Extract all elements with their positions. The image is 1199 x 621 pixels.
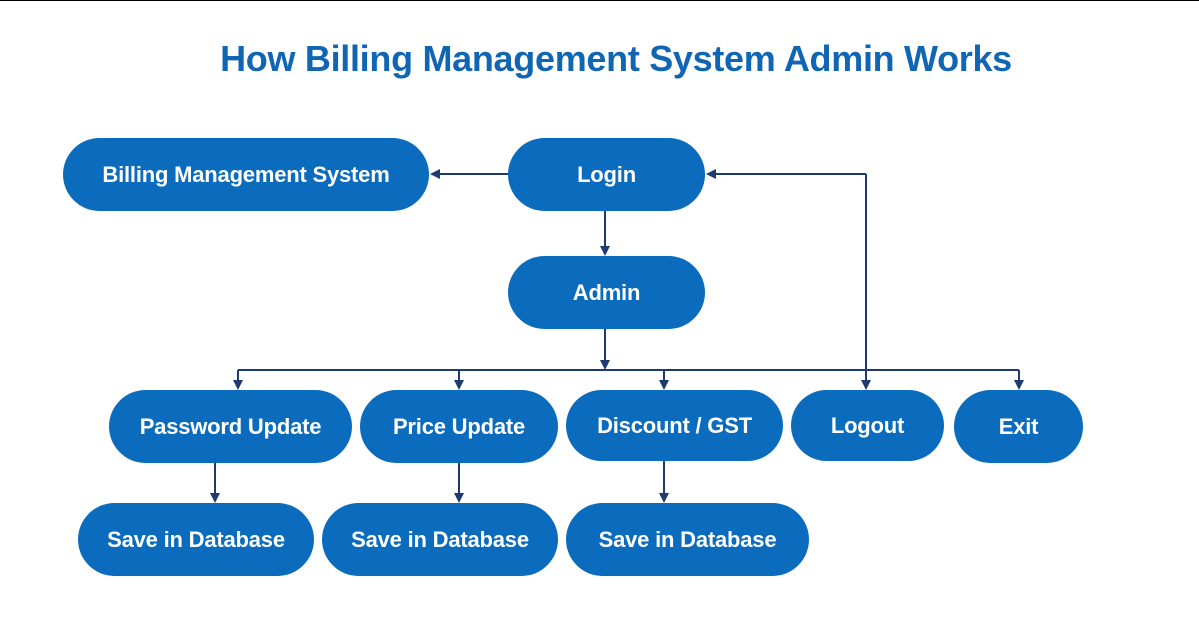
node-price-update[interactable]: Price Update (360, 390, 558, 463)
node-exit[interactable]: Exit (954, 390, 1083, 463)
node-password-update[interactable]: Password Update (109, 390, 352, 463)
page-title: How Billing Management System Admin Work… (220, 38, 1012, 79)
node-billing-management-system[interactable]: Billing Management System (63, 138, 429, 211)
node-save-in-database-discount[interactable]: Save in Database (566, 503, 809, 576)
node-login[interactable]: Login (508, 138, 705, 211)
node-save-in-database-password[interactable]: Save in Database (78, 503, 314, 576)
node-discount-gst[interactable]: Discount / GST (566, 390, 783, 461)
top-border (0, 0, 1199, 1)
node-admin[interactable]: Admin (508, 256, 705, 329)
node-logout[interactable]: Logout (791, 390, 944, 461)
node-save-in-database-price[interactable]: Save in Database (322, 503, 558, 576)
